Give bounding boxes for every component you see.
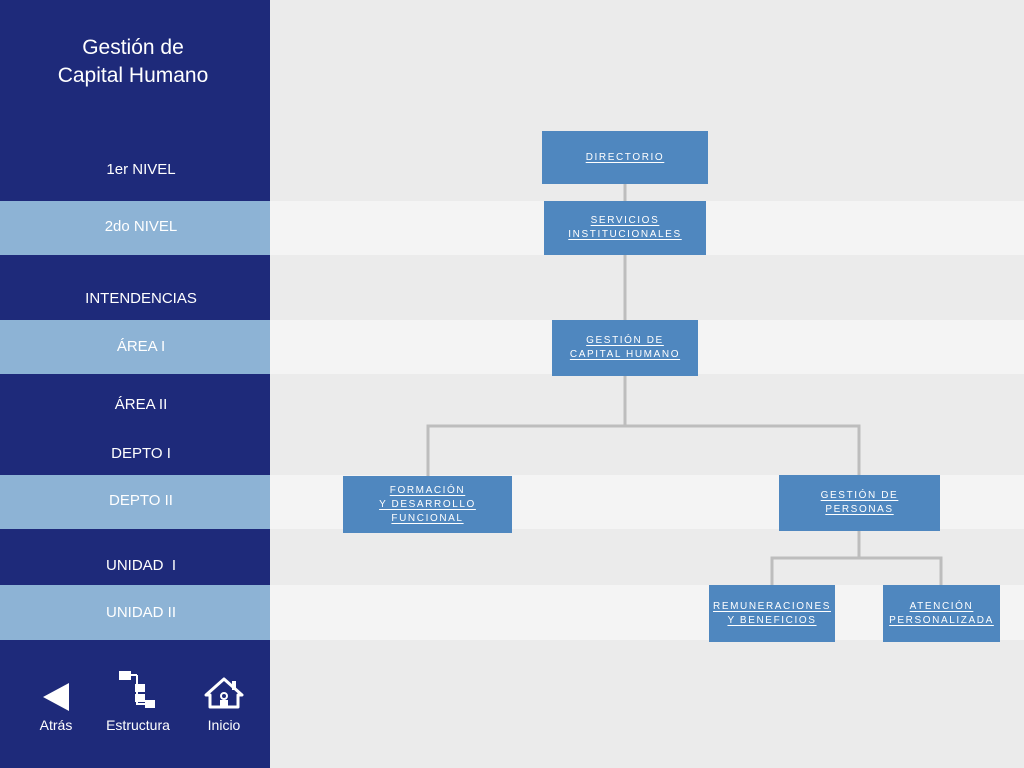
org-box-line: Y DESARROLLO <box>379 498 476 510</box>
back-button[interactable]: Atrás <box>28 676 84 736</box>
org-structure-icon <box>119 671 155 708</box>
title-line-2: Capital Humano <box>57 64 209 87</box>
home-icon <box>204 677 244 709</box>
org-box-servicios[interactable]: SERVICIOS INSTITUCIONALES <box>544 201 706 255</box>
org-box-line: GESTIÓN DE <box>586 335 664 346</box>
org-box-line: CAPITAL HUMANO <box>569 349 681 360</box>
org-box-line: SERVICIOS <box>590 215 660 226</box>
level-intendencias: INTENDENCIAS <box>85 290 197 307</box>
level-unidad-i: UNIDAD I <box>105 557 176 574</box>
structure-button[interactable]: Estructura <box>98 668 178 734</box>
level-area-ii: ÁREA II <box>114 396 168 413</box>
org-box-line: PERSONAS <box>825 504 894 515</box>
org-box-gestion-personas[interactable]: GESTIÓN DE PERSONAS <box>779 475 940 531</box>
structure-button-label: Estructura <box>106 717 170 733</box>
level-depto-i: DEPTO I <box>111 445 171 462</box>
org-box-line: REMUNERACIONES <box>713 600 831 612</box>
org-box-remuneraciones[interactable]: REMUNERACIONES Y BENEFICIOS <box>709 585 835 642</box>
back-arrow-icon <box>43 683 69 711</box>
connector-branch-level1 <box>426 424 861 476</box>
level-unidad-ii: UNIDAD II <box>0 585 270 640</box>
level-area-i: ÁREA I <box>0 320 270 374</box>
org-box-line: FORMACIÓN <box>389 484 466 496</box>
home-button[interactable]: Inicio <box>196 676 252 736</box>
title-line-1: Gestión de <box>82 36 184 59</box>
org-box-line: GESTIÓN DE <box>820 490 899 501</box>
org-box-gestion-capital-humano[interactable]: GESTIÓN DE CAPITAL HUMANO <box>552 320 698 376</box>
page-title: Gestión de Capital Humano <box>0 34 266 90</box>
org-box-line: PERSONALIZADA <box>889 614 994 626</box>
sidebar: Gestión de Capital Humano 1er NIVEL 2do … <box>0 0 270 768</box>
connector-branch-level2 <box>770 556 943 586</box>
org-box-line: FUNCIONAL <box>391 512 464 524</box>
level-2do-nivel: 2do NIVEL <box>0 201 270 255</box>
org-box-line: ATENCIÓN <box>909 600 974 612</box>
back-button-label: Atrás <box>39 717 73 733</box>
org-box-line: INSTITUCIONALES <box>568 229 682 240</box>
org-box-directorio[interactable]: DIRECTORIO <box>542 131 708 184</box>
level-depto-ii: DEPTO II <box>0 475 270 529</box>
org-box-line: DIRECTORIO <box>585 151 665 163</box>
level-1er-nivel: 1er NIVEL <box>106 161 176 178</box>
org-box-atencion[interactable]: ATENCIÓN PERSONALIZADA <box>883 585 1000 642</box>
home-button-label: Inicio <box>207 717 241 733</box>
org-box-formacion[interactable]: FORMACIÓN Y DESARROLLO FUNCIONAL <box>343 476 512 533</box>
org-box-line: Y BENEFICIOS <box>727 614 817 626</box>
